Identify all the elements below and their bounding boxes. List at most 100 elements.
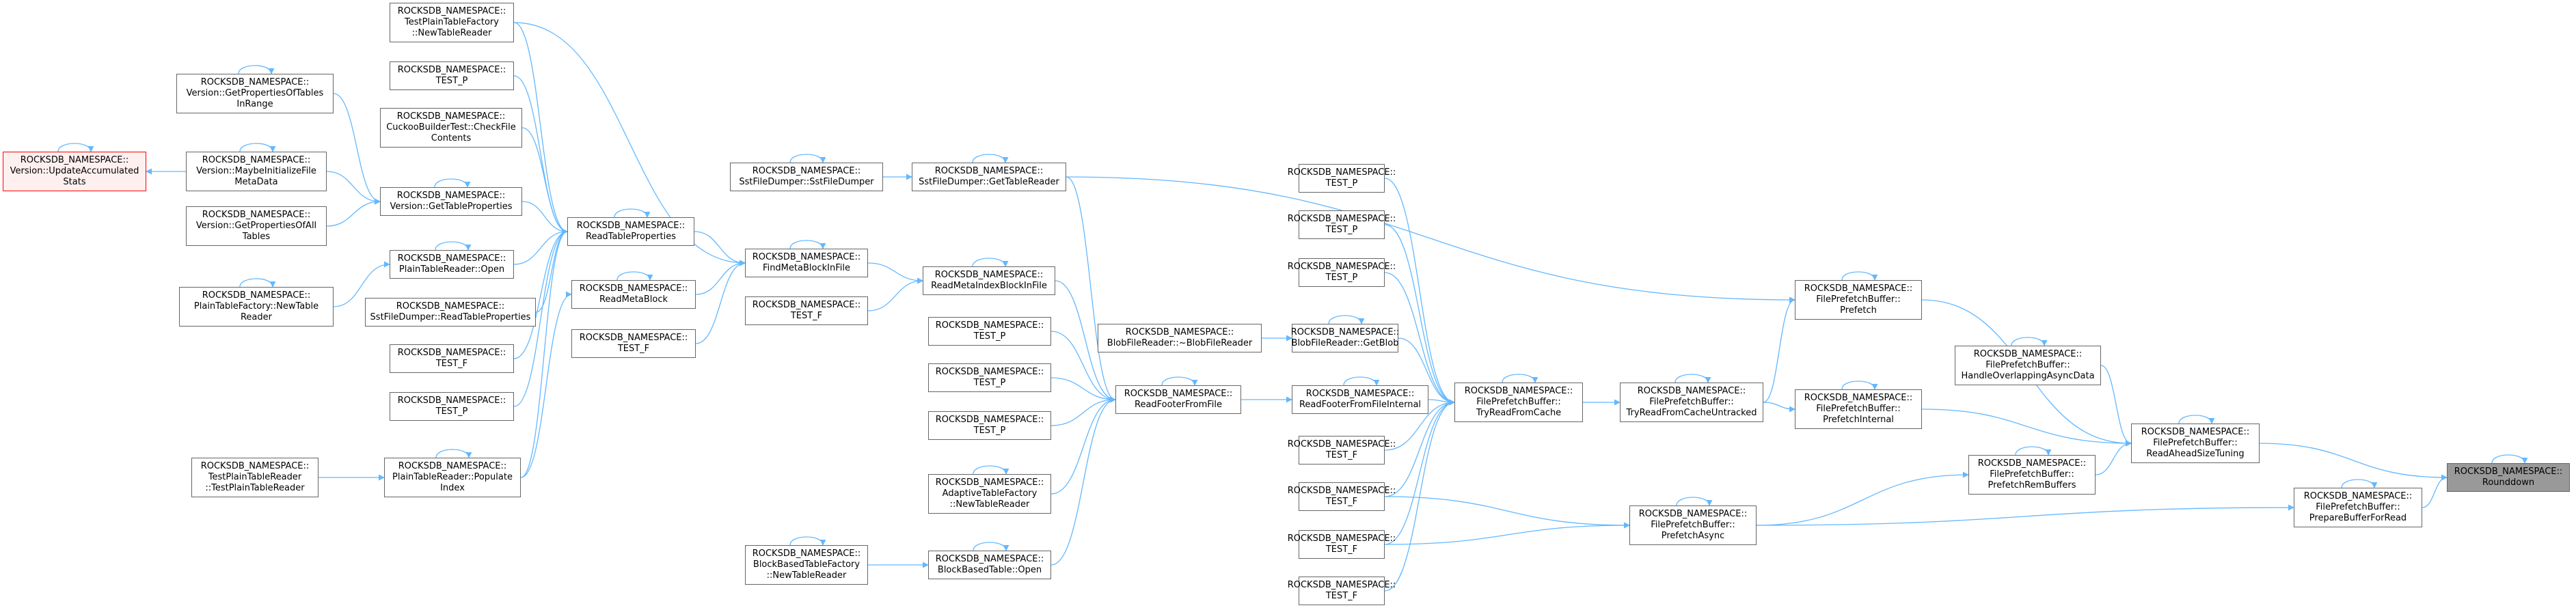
node-label-line: ROCKSDB_NAMESPACE:: [1638, 509, 1748, 519]
node-prepare-buffer-for-read[interactable]: ROCKSDB_NAMESPACE::FilePrefetchBuffer::P… [2294, 488, 2422, 527]
node-test-f-6[interactable]: ROCKSDB_NAMESPACE::TEST_F [571, 329, 696, 358]
node-test-p-4[interactable]: ROCKSDB_NAMESPACE::TEST_P [928, 317, 1051, 346]
self-loop-edge [1161, 376, 1198, 386]
node-label-line: ROCKSDB_NAMESPACE:: [397, 253, 506, 264]
node-label-line: ROCKSDB_NAMESPACE:: [1287, 262, 1396, 272]
node-label-line: ROCKSDB_NAMESPACE:: [1287, 533, 1396, 544]
node-label-line: ::TestPlainTableReader [205, 483, 305, 493]
node-label-line: TEST_P [435, 406, 468, 417]
node-label-line: ROCKSDB_NAMESPACE:: [398, 461, 507, 471]
node-test-p-8[interactable]: ROCKSDB_NAMESPACE::TEST_P [390, 392, 514, 421]
node-label-line: ROCKSDB_NAMESPACE:: [202, 290, 311, 301]
node-label-line: ROCKSDB_NAMESPACE:: [1804, 393, 1913, 403]
self-loop-edge [1502, 374, 1538, 383]
node-adaptive-table-factory-new-table-reader[interactable]: ROCKSDB_NAMESPACE::AdaptiveTableFactory:… [928, 474, 1051, 514]
node-label-line: ROCKSDB_NAMESPACE:: [935, 554, 1044, 564]
node-test-p-1[interactable]: ROCKSDB_NAMESPACE::TEST_P [1288, 164, 1396, 193]
edge [1384, 399, 1455, 545]
node-label-line: ROCKSDB_NAMESPACE:: [579, 283, 688, 294]
node-test-p-7[interactable]: ROCKSDB_NAMESPACE::TEST_P [390, 61, 514, 90]
node-prefetch-internal[interactable]: ROCKSDB_NAMESPACE::FilePrefetchBuffer::P… [1795, 389, 1922, 429]
node-test-plain-table-factory-new-table-reader[interactable]: ROCKSDB_NAMESPACE::TestPlainTableFactory… [390, 3, 514, 42]
node-sst-file-dumper-read-table-properties[interactable]: ROCKSDB_NAMESPACE::SstFileDumper::ReadTa… [365, 298, 536, 327]
node-read-footer-from-file-internal[interactable]: ROCKSDB_NAMESPACE::ReadFooterFromFileInt… [1292, 385, 1428, 414]
node-test-f-4[interactable]: ROCKSDB_NAMESPACE::TEST_F [1288, 577, 1396, 605]
node-block-based-table-factory-new-table-reader[interactable]: ROCKSDB_NAMESPACE::BlockBasedTableFactor… [745, 545, 868, 585]
self-loop-edge [2011, 337, 2048, 346]
node-blob-file-reader-get-blob[interactable]: ROCKSDB_NAMESPACE::BlobFileReader::GetBl… [1290, 324, 1400, 352]
self-loop-edge [1676, 497, 1713, 506]
node-test-f-3[interactable]: ROCKSDB_NAMESPACE::TEST_F [1288, 530, 1396, 559]
node-read-meta-block[interactable]: ROCKSDB_NAMESPACE::ReadMetaBlock [571, 280, 696, 309]
node-label-line: BlockBasedTableFactory [753, 559, 860, 570]
node-version-get-table-properties[interactable]: ROCKSDB_NAMESPACE::Version::GetTableProp… [380, 187, 522, 216]
node-block-based-table-open[interactable]: ROCKSDB_NAMESPACE::BlockBasedTable::Open [928, 551, 1051, 579]
node-readahead-size-tuning[interactable]: ROCKSDB_NAMESPACE::FilePrefetchBuffer::R… [2131, 424, 2260, 463]
node-test-p-2[interactable]: ROCKSDB_NAMESPACE::TEST_P [1288, 210, 1396, 239]
node-find-meta-block-in-file[interactable]: ROCKSDB_NAMESPACE::FindMetaBlockInFile [745, 249, 868, 277]
node-label-line: ROCKSDB_NAMESPACE:: [752, 166, 861, 176]
node-label-line: BlobFileReader::~BlobFileReader [1107, 338, 1253, 348]
node-prefetch-async[interactable]: ROCKSDB_NAMESPACE::FilePrefetchBuffer::P… [1629, 505, 1757, 545]
node-try-read-from-cache[interactable]: ROCKSDB_NAMESPACE::FilePrefetchBuffer::T… [1454, 383, 1583, 422]
self-loop-edge [434, 178, 471, 188]
node-label-line: ROCKSDB_NAMESPACE:: [1125, 327, 1234, 337]
self-loop-edge [1675, 374, 1711, 383]
node-label-line: TEST_P [973, 378, 1006, 388]
self-loop-edge [973, 465, 1009, 475]
node-test-f-5[interactable]: ROCKSDB_NAMESPACE::TEST_F [745, 296, 868, 325]
node-test-p-5[interactable]: ROCKSDB_NAMESPACE::TEST_P [928, 363, 1051, 392]
node-label-line: Version::UpdateAccumulated [10, 166, 139, 176]
node-sst-file-dumper-constructor[interactable]: ROCKSDB_NAMESPACE::SstFileDumper::SstFil… [730, 163, 883, 191]
node-plain-table-reader-open[interactable]: ROCKSDB_NAMESPACE::PlainTableReader::Ope… [390, 250, 514, 279]
node-version-get-properties-of-all-tables[interactable]: ROCKSDB_NAMESPACE::Version::GetPropertie… [186, 206, 327, 246]
node-label-line: Version::GetPropertiesOfTables [186, 88, 324, 98]
node-label-line: ROCKSDB_NAMESPACE:: [1977, 458, 2087, 469]
node-version-update-accumulated-stats[interactable]: ROCKSDB_NAMESPACE::Version::UpdateAccumu… [3, 152, 146, 191]
node-test-f-7[interactable]: ROCKSDB_NAMESPACE::TEST_F [390, 344, 514, 373]
node-try-read-from-cache-untracked[interactable]: ROCKSDB_NAMESPACE::FilePrefetchBuffer::T… [1620, 383, 1763, 422]
node-sst-file-dumper-get-table-reader[interactable]: ROCKSDB_NAMESPACE::SstFileDumper::GetTab… [912, 163, 1066, 191]
node-label-line: ROCKSDB_NAMESPACE:: [934, 270, 1044, 280]
node-test-p-6[interactable]: ROCKSDB_NAMESPACE::TEST_P [928, 411, 1051, 440]
node-read-table-properties[interactable]: ROCKSDB_NAMESPACE::ReadTableProperties [567, 217, 694, 246]
node-label-line: ROCKSDB_NAMESPACE:: [1305, 389, 1415, 399]
node-prefetch-rem-buffers[interactable]: ROCKSDB_NAMESPACE::FilePrefetchBuffer::P… [1968, 455, 2096, 495]
node-label-line: PlainTableReader::Populate [392, 472, 513, 482]
node-label-line: ROCKSDB_NAMESPACE:: [397, 65, 506, 75]
node-label-line: ::NewTableReader [949, 499, 1030, 510]
node-test-f-2[interactable]: ROCKSDB_NAMESPACE::TEST_F [1288, 482, 1396, 511]
node-read-meta-index-block-in-file[interactable]: ROCKSDB_NAMESPACE::ReadMetaIndexBlockInF… [923, 266, 1055, 295]
node-label-line: TEST_F [435, 359, 468, 369]
self-loop-edge [238, 65, 275, 74]
node-plain-table-factory-new-table-reader[interactable]: ROCKSDB_NAMESPACE::PlainTableFactory::Ne… [179, 287, 334, 327]
node-test-p-3[interactable]: ROCKSDB_NAMESPACE::TEST_P [1288, 258, 1396, 287]
node-label-line: ROCKSDB_NAMESPACE:: [396, 191, 506, 201]
edge [513, 22, 568, 235]
node-label-line: FilePrefetchBuffer:: [1649, 397, 1734, 407]
node-version-maybe-initialize-file-metadata[interactable]: ROCKSDB_NAMESPACE::Version::MaybeInitial… [186, 152, 327, 191]
node-test-f-1[interactable]: ROCKSDB_NAMESPACE::TEST_F [1288, 436, 1396, 465]
node-rounddown[interactable]: ROCKSDB_NAMESPACE::Rounddown [2447, 463, 2570, 492]
node-label-line: ROCKSDB_NAMESPACE:: [935, 477, 1044, 488]
node-handle-overlapping-async-data[interactable]: ROCKSDB_NAMESPACE::FilePrefetchBuffer::H… [1955, 346, 2101, 385]
node-version-get-properties-of-tables-in-range[interactable]: ROCKSDB_NAMESPACE::Version::GetPropertie… [176, 74, 334, 113]
node-cuckoo-builder-test-check-file-contents[interactable]: ROCKSDB_NAMESPACE::CuckooBuilderTest::Ch… [380, 108, 522, 148]
node-label-line: FilePrefetchBuffer:: [2153, 438, 2238, 448]
node-label-line: ROCKSDB_NAMESPACE:: [935, 415, 1044, 425]
edge [1050, 396, 1116, 566]
node-read-footer-from-file[interactable]: ROCKSDB_NAMESPACE::ReadFooterFromFile [1115, 385, 1241, 414]
node-prefetch[interactable]: ROCKSDB_NAMESPACE::FilePrefetchBuffer::P… [1795, 280, 1922, 320]
edge [1384, 178, 1455, 406]
node-blob-file-reader-destructor[interactable]: ROCKSDB_NAMESPACE::BlobFileReader::~Blob… [1098, 324, 1262, 352]
edge [2422, 474, 2448, 508]
self-loop-edge [789, 154, 826, 163]
node-label-line: ROCKSDB_NAMESPACE:: [752, 300, 861, 310]
node-plain-table-reader-populate-index[interactable]: ROCKSDB_NAMESPACE::PlainTableReader::Pop… [384, 458, 521, 497]
node-test-plain-table-reader-constructor[interactable]: ROCKSDB_NAMESPACE::TestPlainTableReader:… [191, 458, 318, 497]
node-label-line: ROCKSDB_NAMESPACE:: [1287, 439, 1396, 449]
edge [694, 231, 746, 266]
node-label-line: ROCKSDB_NAMESPACE:: [1290, 327, 1400, 337]
self-loop-edge [1343, 376, 1380, 386]
edge [520, 228, 568, 478]
